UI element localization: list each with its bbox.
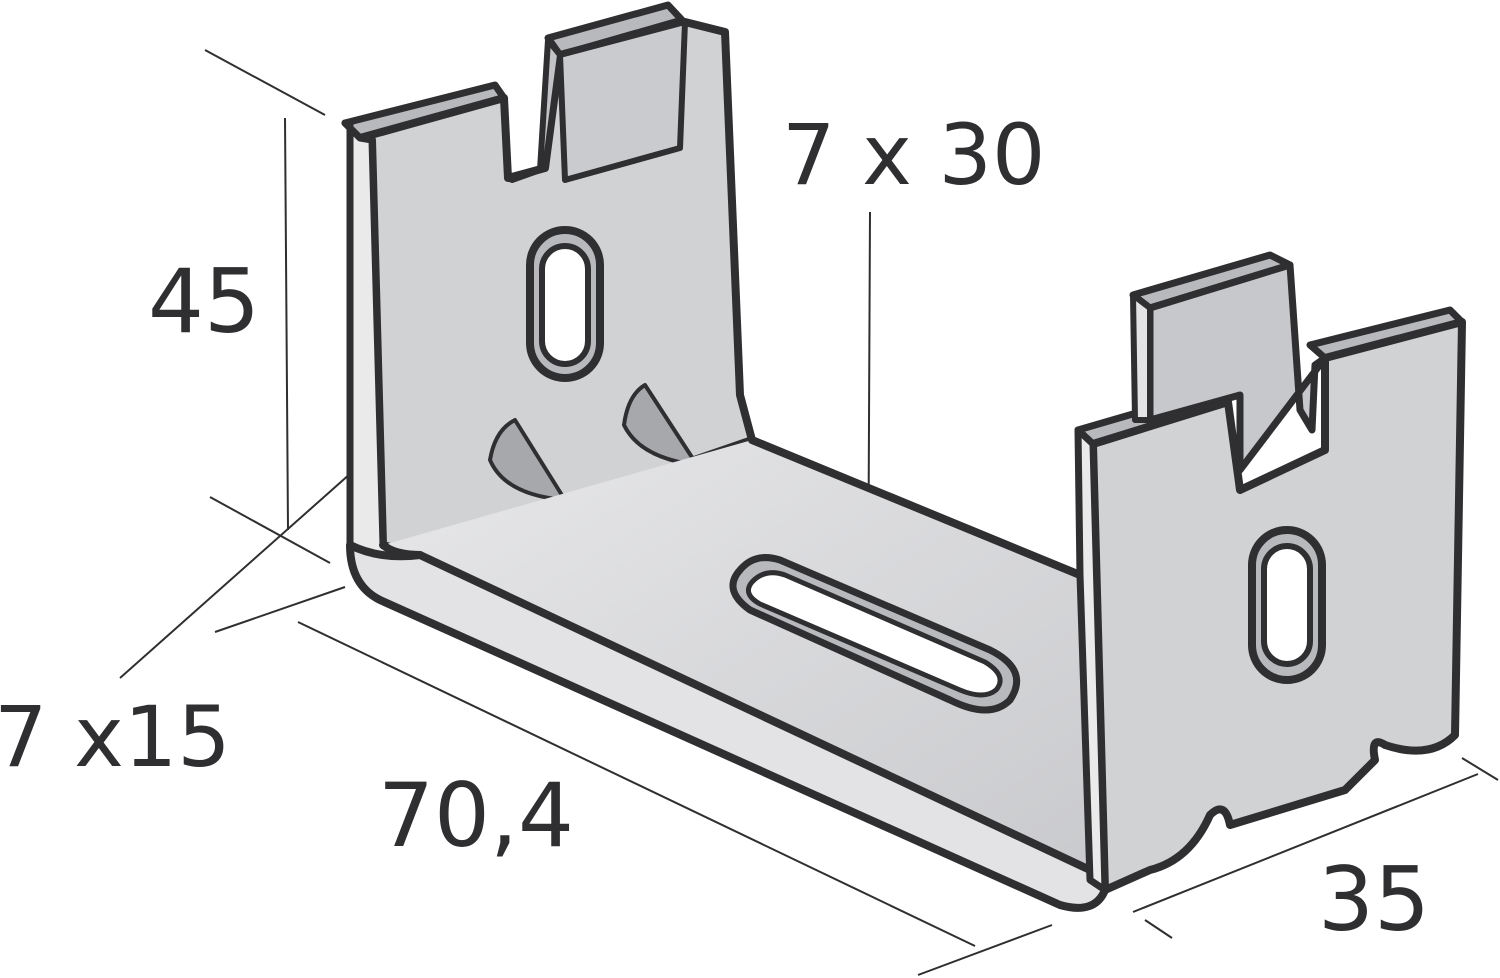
base-front-edge [346,541,1109,912]
base-slot-label: 7 x 30 [782,106,1045,204]
right-back-tab [1146,261,1329,474]
right-wall-edge [1074,426,1109,894]
rib-left-a [488,418,567,502]
side-slot-right [1248,526,1326,684]
length-label: 70,4 [378,764,574,867]
dimension-labels: 45 70,4 35 7 x15 7 x 30 [0,106,1430,951]
side-slot-label: 7 x15 [0,688,231,786]
base-top-face [383,440,1090,870]
left-tab-inner [557,19,688,183]
base-plate [346,436,1109,912]
height-label: 45 [148,250,260,353]
base-slot [729,554,1021,714]
right-back-tab-edge [1130,292,1153,423]
left-notch-face [505,37,563,183]
right-upright-wall [1074,251,1466,894]
side-slot-left [526,226,604,382]
width-label: 35 [1318,848,1430,951]
